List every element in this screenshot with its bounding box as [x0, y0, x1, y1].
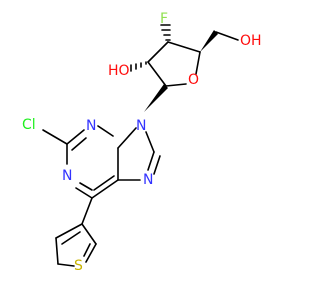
atom-chlorine: Cl — [22, 117, 36, 133]
bond-th-c2-double — [83, 243, 91, 257]
molecule-drawing: Cl N N N N O HO F OH S — [22, 11, 262, 274]
bond-o-c1p — [165, 83, 187, 87]
bond-n3-c4 — [97, 125, 114, 137]
bond-n1-c6 — [75, 187, 93, 199]
bond-c8-n7 — [147, 151, 155, 171]
atom-ring-oxygen: O — [188, 72, 199, 88]
bond-c6-c5 — [91, 179, 119, 199]
bond-th-c5-c4 — [55, 237, 59, 265]
atom-label-layer: Cl N N N N O HO F OH S — [22, 11, 262, 274]
atom-sulfur: S — [74, 258, 83, 274]
wedge-c4p-ch2 — [200, 30, 218, 52]
bond-th-c2-s — [85, 243, 97, 263]
atom-hydroxyl-methyl: OH — [240, 33, 262, 49]
atom-nitrogen-1: N — [62, 168, 72, 184]
bond-c2p-c3p — [147, 41, 169, 63]
hash-c3p-f — [160, 24, 171, 41]
bond-th-s-c5 — [57, 263, 75, 267]
bond-c2-cl — [42, 129, 68, 145]
bond-ch2-oh — [215, 31, 239, 41]
bond-c1p-c2p — [147, 61, 167, 87]
atom-fluorine: F — [160, 11, 168, 27]
atom-hydroxyl-ring: HO — [108, 63, 130, 79]
bond-c4p-o — [195, 51, 201, 75]
bond-c8-n7-double — [153, 155, 161, 175]
atom-nitrogen-7: N — [143, 172, 153, 188]
bond-n1-c6-double — [79, 182, 93, 191]
bond-th-c4-c3 — [55, 223, 83, 239]
bond-c6-c5-double — [93, 175, 115, 191]
bond-c2-n3 — [66, 129, 85, 145]
bond-c4-n9 — [117, 127, 137, 149]
bond-layer — [42, 24, 239, 267]
bond-c3p-c4p — [167, 41, 201, 53]
hash-c2p-oh — [130, 61, 147, 72]
atom-nitrogen-3: N — [86, 118, 96, 134]
bond-th-c4-c3-double — [61, 231, 81, 245]
wedge-n9-c1prime — [144, 84, 168, 112]
bond-th-c3-c2 — [81, 223, 97, 245]
bond-c6-thiophene — [81, 197, 93, 225]
structure-svg: Cl N N N N O HO F OH S — [22, 11, 262, 274]
bond-n9-c8 — [145, 131, 155, 153]
atom-nitrogen-9: N — [136, 118, 146, 134]
bond-c2-n3-double — [71, 137, 87, 151]
